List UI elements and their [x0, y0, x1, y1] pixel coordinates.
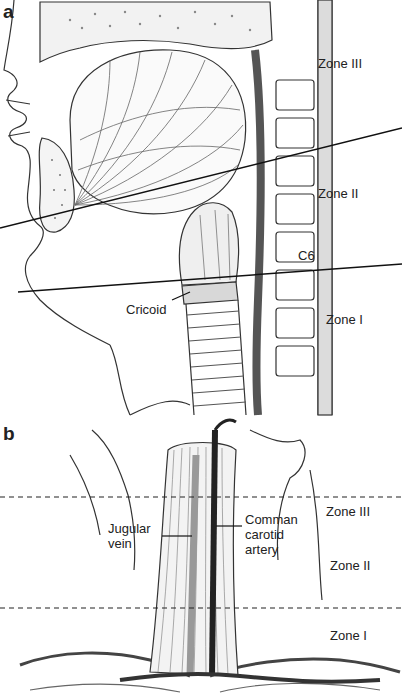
zone-label: Zone I [330, 628, 396, 643]
vertebra-label: C6 [298, 248, 322, 263]
structure-label: Jugular vein [108, 521, 160, 551]
structure-label: Cricoid [126, 302, 178, 317]
zone-label: Zone III [326, 504, 396, 519]
panel-letter: a [3, 2, 23, 22]
zone-label: Zone II [330, 558, 396, 573]
zone-label: Zone I [326, 312, 396, 327]
zone-label: Zone II [318, 186, 388, 201]
structure-label: Comman carotid artery [245, 512, 305, 557]
panel-letter: b [3, 424, 23, 444]
zone-label: Zone III [318, 56, 388, 71]
